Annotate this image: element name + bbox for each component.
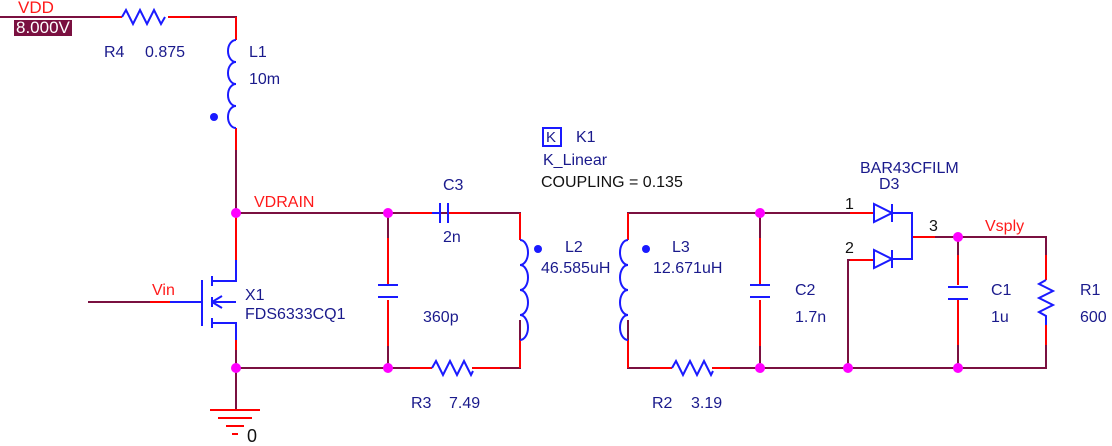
wire-vdrain-top (236, 212, 521, 232)
d3-ref: D3 (879, 176, 900, 193)
net-label-vdd: VDD (18, 0, 54, 17)
wire-bottom-right (720, 330, 1047, 369)
l3-value: 12.671uH (653, 260, 723, 277)
x1-value: FDS6333CQ1 (245, 306, 346, 323)
r4-value: 0.875 (145, 44, 186, 61)
r1-value: 600 (1080, 309, 1107, 326)
capacitor-c2 (750, 284, 770, 298)
mosfet-x1 (170, 260, 237, 340)
l2-value: 46.585uH (541, 260, 611, 277)
c3-value: 2n (443, 229, 461, 246)
capacitor-c3 (432, 203, 449, 223)
d3-pin-1: 1 (845, 196, 854, 213)
r1-ref: R1 (1080, 282, 1101, 299)
ground-label: 0 (247, 426, 258, 446)
wire-r3-l2 (500, 320, 521, 369)
net-label-vsply: Vsply (985, 218, 1025, 235)
net-label-vdrain: VDRAIN (254, 194, 315, 211)
phase-dot-l2 (534, 245, 542, 253)
resistor-r4 (121, 7, 166, 27)
r3-ref: R3 (411, 395, 432, 412)
c4-value: 360p (423, 309, 459, 326)
x1-ref: X1 (245, 287, 265, 304)
resistor-r3 (431, 358, 474, 378)
resistor-r2 (671, 358, 714, 378)
k1-model: K_Linear (543, 152, 608, 169)
l1-ref: L1 (249, 44, 267, 61)
diode-d3 (873, 202, 913, 270)
r3-value: 7.49 (449, 395, 481, 412)
wire-r4-l1 (190, 16, 237, 30)
k1-ref: K1 (576, 129, 596, 146)
wire-l3-top (627, 212, 850, 232)
d3-pin-3: 3 (929, 218, 938, 235)
inductor-l2 (519, 239, 529, 341)
d3-model: BAR43CFILM (860, 160, 959, 177)
junctions (231, 208, 963, 373)
phase-dot-l1 (210, 113, 218, 121)
r2-ref: R2 (652, 395, 673, 412)
wire-vsply (920, 236, 1047, 270)
l2-ref: L2 (565, 239, 583, 256)
k1-coupling: COUPLING = 0.135 (541, 174, 683, 191)
inductor-l3 (619, 239, 629, 341)
source-voltage-value[interactable]: 8.000V (14, 18, 72, 37)
coupling-k-box (542, 127, 562, 147)
inductor-l1 (227, 39, 237, 129)
net-label-vin: Vin (152, 282, 175, 299)
c2-value: 1.7n (795, 309, 827, 326)
c2-ref: C2 (795, 282, 816, 299)
capacitor-c4 (378, 284, 398, 298)
c1-value: 1u (991, 309, 1009, 326)
l3-ref: L3 (672, 239, 690, 256)
parts (121, 7, 1056, 378)
d3-pin-2: 2 (845, 240, 854, 257)
c3-ref: C3 (443, 177, 464, 194)
capacitor-c1 (948, 286, 968, 300)
wire-l3-bottom (627, 320, 660, 369)
r4-ref: R4 (104, 44, 125, 61)
resistor-r1 (1036, 279, 1056, 325)
l1-value: 10m (249, 71, 281, 88)
phase-dot-l3 (642, 245, 650, 253)
k1-icon-letter: K (546, 129, 557, 146)
r2-value: 3.19 (691, 395, 723, 412)
c1-ref: C1 (991, 282, 1012, 299)
pin-stubs (100, 16, 1047, 435)
wire-d3-pin2 (847, 259, 870, 368)
